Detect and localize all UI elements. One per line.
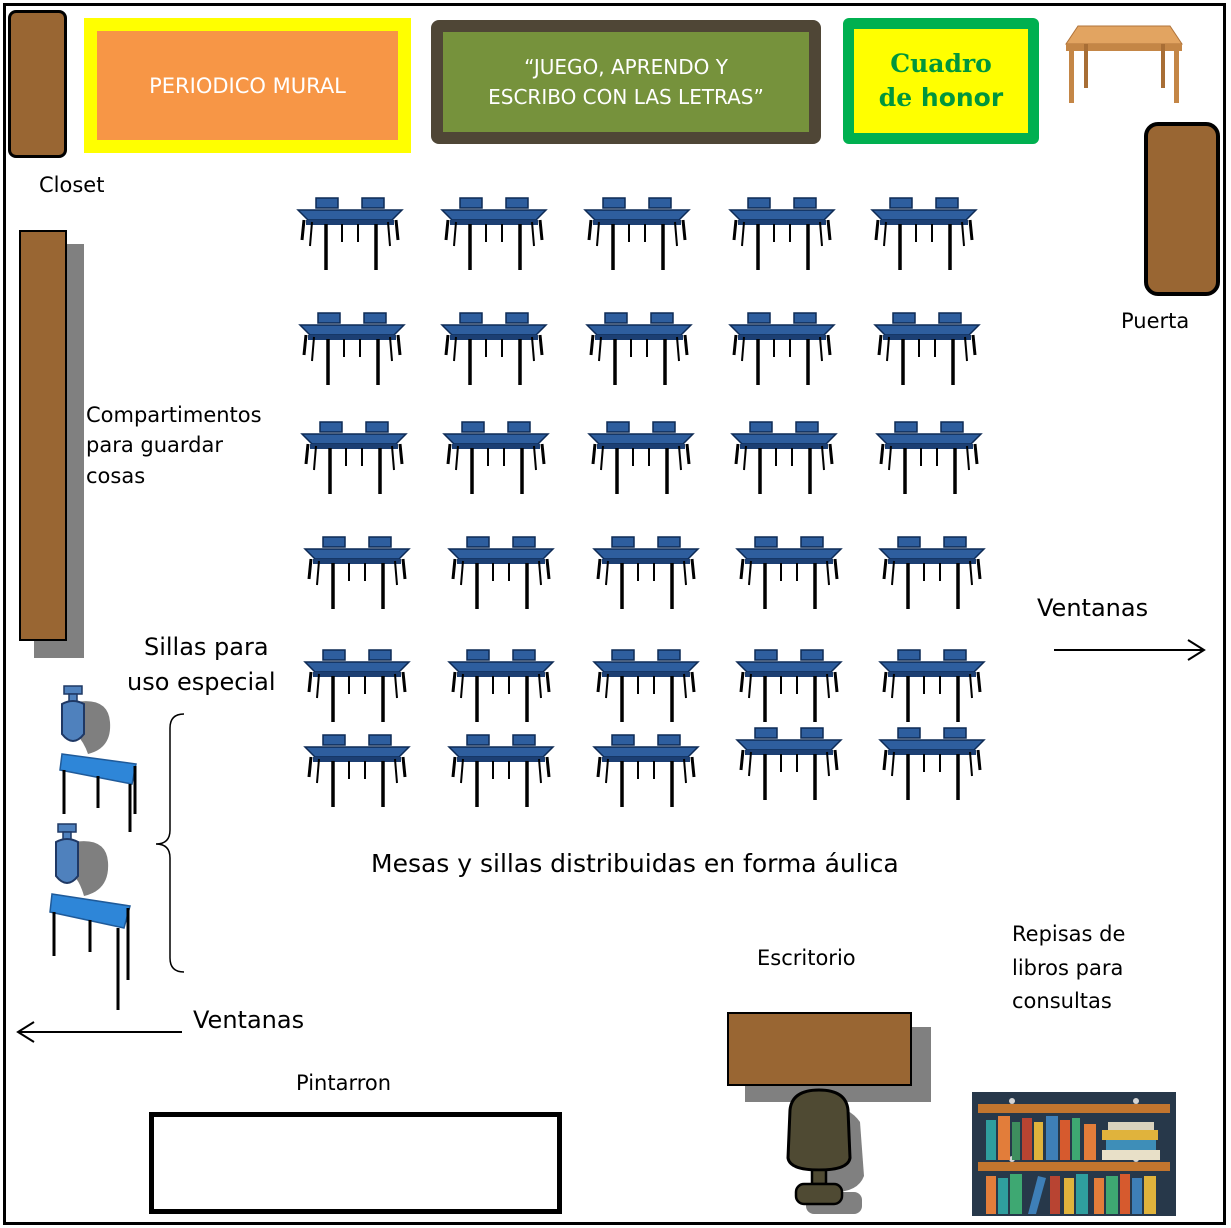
classroom-table-with-two-chairs-icon	[442, 421, 550, 494]
classroom-table-with-two-chairs-icon	[735, 536, 843, 609]
classroom-table-with-two-chairs-icon	[870, 197, 978, 270]
classroom-table-with-two-chairs-icon	[735, 727, 843, 800]
special-use-chair-desk-icon	[49, 823, 131, 1010]
classroom-table-with-two-chairs-icon	[592, 649, 700, 722]
cuadro-de-honor-de: de	[878, 83, 913, 112]
classroom-table-with-two-chairs-icon	[447, 536, 555, 609]
brace-icon	[155, 713, 185, 973]
classroom-table-with-two-chairs-icon	[583, 197, 691, 270]
repisas-label-line2: libros para	[1012, 955, 1124, 980]
teacher-desk	[727, 1012, 912, 1086]
classroom-table-with-two-chairs-icon	[296, 197, 404, 270]
cuadro-de-honor-honor: honor	[920, 83, 1004, 112]
sillas-label-line2: uso especial	[127, 667, 276, 696]
ventanas-left-label: Ventanas	[193, 1006, 305, 1034]
classroom-table-with-two-chairs-icon	[878, 727, 986, 800]
special-use-chair-desk-icon	[59, 685, 137, 832]
puerta-label: Puerta	[1121, 309, 1190, 333]
juego-aprendo-board: “JUEGO, APRENDO Y ESCRIBO CON LAS LETRAS…	[431, 20, 821, 144]
classroom-table-with-two-chairs-icon	[878, 536, 986, 609]
classroom-table-with-two-chairs-icon	[730, 421, 838, 494]
sillas-label-line1: Sillas para	[143, 633, 269, 661]
classroom-table-with-two-chairs-icon	[303, 536, 411, 609]
mesas-label: Mesas y sillas distribuidas en forma ául…	[371, 849, 899, 878]
periodico-mural-label: PERIODICO MURAL	[97, 31, 398, 140]
periodico-mural-board: PERIODICO MURAL	[84, 18, 411, 153]
classroom-table-with-two-chairs-icon	[303, 649, 411, 722]
ventanas-right-label: Ventanas	[1037, 594, 1149, 622]
repisas-label-line1: Repisas de	[1012, 922, 1126, 946]
classroom-table-with-two-chairs-icon	[587, 421, 695, 494]
pintarron-label: Pintarron	[296, 1071, 392, 1095]
door	[1144, 122, 1220, 296]
classroom-table-with-two-chairs-icon	[440, 312, 548, 385]
closet-label: Closet	[39, 173, 105, 197]
cuadro-de-honor-line1: Cuadro	[890, 49, 992, 79]
whiteboard	[149, 1112, 562, 1214]
classroom-table-with-two-chairs-icon	[447, 649, 555, 722]
classroom-table-with-two-chairs-icon	[592, 734, 700, 807]
juego-aprendo-line1: “JUEGO, APRENDO Y	[524, 55, 728, 79]
bookshelf-icon	[972, 1092, 1176, 1216]
classroom-table-with-two-chairs-icon	[298, 312, 406, 385]
classroom-table-with-two-chairs-icon	[303, 734, 411, 807]
classroom-table-with-two-chairs-icon	[728, 312, 836, 385]
repisas-label-line3: consultas	[1012, 989, 1112, 1014]
office-chair-icon	[786, 1088, 864, 1214]
classroom-table-with-two-chairs-icon	[300, 421, 408, 494]
classroom-table-with-two-chairs-icon	[447, 734, 555, 807]
compartimentos-label-line1: Compartimentos	[86, 403, 262, 427]
closet	[8, 10, 67, 158]
classroom-floor-plan	[3, 3, 1226, 1225]
classroom-table-with-two-chairs-icon	[592, 536, 700, 609]
classroom-table-with-two-chairs-icon	[878, 649, 986, 722]
escritorio-label: Escritorio	[757, 946, 856, 970]
wooden-table-icon	[1065, 25, 1183, 103]
compartimentos-label-line3: cosas	[86, 463, 146, 488]
classroom-table-with-two-chairs-icon	[440, 197, 548, 270]
cuadro-de-honor-board: Cuadro de honor	[843, 18, 1039, 144]
arrow-right-icon	[1054, 639, 1206, 661]
juego-aprendo-line2: ESCRIBO CON LAS LETRAS”	[488, 85, 764, 109]
classroom-table-with-two-chairs-icon	[585, 312, 693, 385]
classroom-table-with-two-chairs-icon	[873, 312, 981, 385]
classroom-table-with-two-chairs-icon	[728, 197, 836, 270]
classroom-table-with-two-chairs-icon	[735, 649, 843, 722]
classroom-table-with-two-chairs-icon	[875, 421, 983, 494]
compartimentos-label-line2: para guardar	[86, 433, 223, 458]
arrow-left-icon	[16, 1021, 182, 1043]
storage-compartments	[19, 230, 67, 641]
